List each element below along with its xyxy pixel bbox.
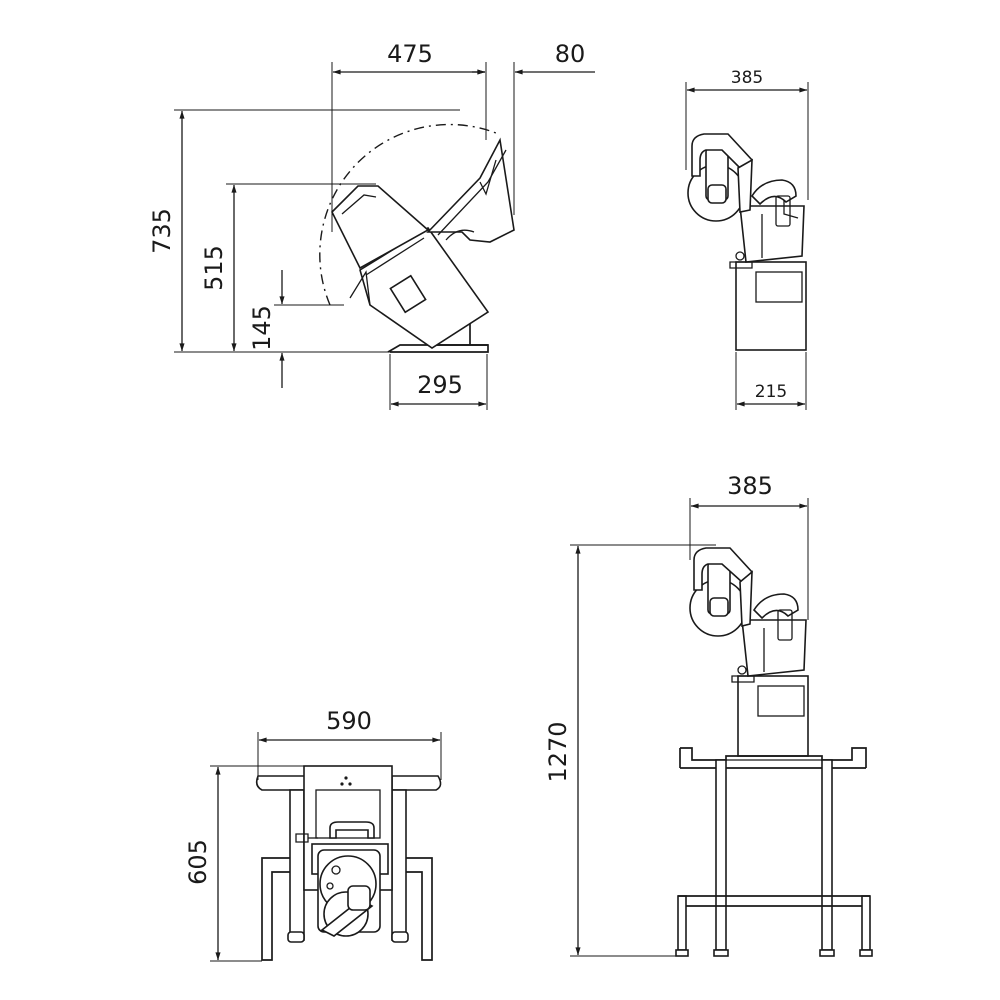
dim-stand-width: 385 xyxy=(727,472,773,500)
dim-side-low-height: 145 xyxy=(248,305,276,351)
dim-top-width: 590 xyxy=(326,707,372,735)
dim-side-base-width: 295 xyxy=(417,371,463,399)
dim-side-mid-height: 515 xyxy=(200,245,228,291)
front-view-machine xyxy=(687,133,807,351)
dim-side-offset-top: 80 xyxy=(555,40,586,68)
stand-view: 385 1270 xyxy=(544,472,873,957)
stand-view-machine xyxy=(675,547,873,957)
dim-stand-height: 1270 xyxy=(544,721,572,782)
dim-side-total-height: 735 xyxy=(148,208,176,254)
top-view: 590 605 xyxy=(184,707,442,962)
dim-front-width-top: 385 xyxy=(731,68,763,88)
dim-top-depth: 605 xyxy=(184,839,212,885)
side-view: 475 80 735 515 145 295 xyxy=(148,40,595,410)
dim-front-width-bottom: 215 xyxy=(755,382,787,402)
top-view-stand-and-machine xyxy=(255,765,442,961)
side-view-machine xyxy=(319,123,515,353)
front-view: 385 215 xyxy=(685,68,809,410)
dim-side-width-top: 475 xyxy=(387,40,433,68)
